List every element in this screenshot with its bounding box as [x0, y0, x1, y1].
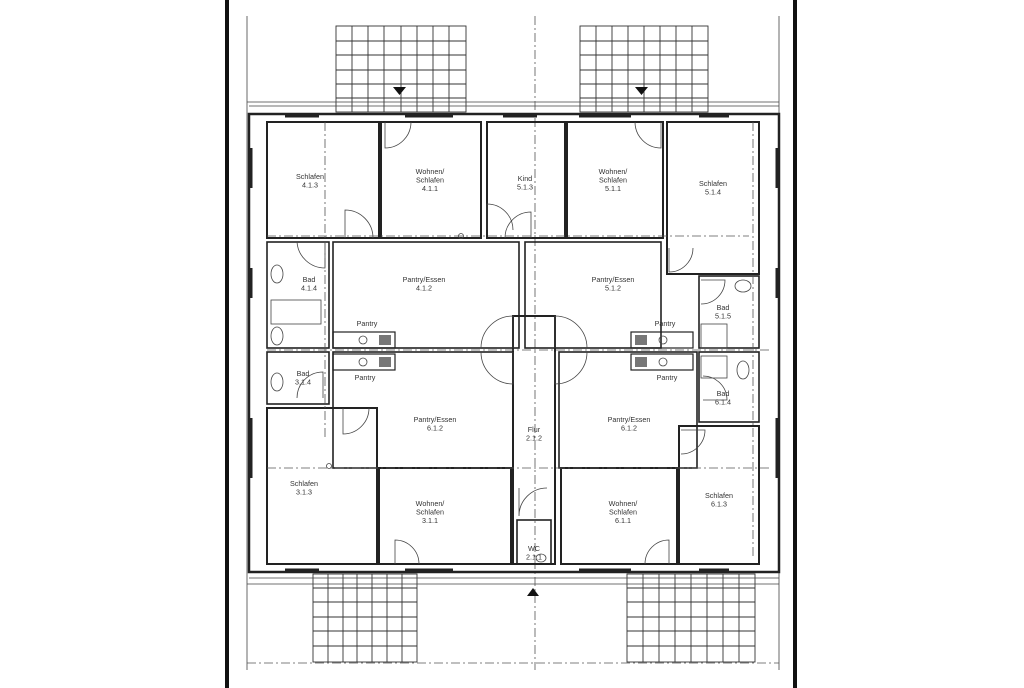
building-outline: [247, 112, 781, 574]
arrow-down-right: [635, 87, 648, 95]
kitchen-counter-right: [630, 331, 694, 371]
terrace-grid-bottom-left: [312, 573, 418, 663]
room-label-pantry-label-r2: Pantry: [657, 373, 678, 382]
room-label-pantry-label-l1: Pantry: [357, 319, 378, 328]
door-swings: [296, 121, 728, 565]
sanitary-fixtures: [270, 264, 752, 563]
arrow-down-left: [393, 87, 406, 95]
terrace-grid-top-right: [579, 25, 709, 113]
terrace-grid-bottom-right: [626, 573, 756, 663]
terrace-grid-top-left: [335, 25, 467, 113]
room-label-pantry-label-r1: Pantry: [655, 319, 676, 328]
arrow-up-bottom: [527, 588, 539, 596]
kitchen-counter-left: [332, 331, 396, 371]
room-label-pantry-label-l2: Pantry: [355, 373, 376, 382]
